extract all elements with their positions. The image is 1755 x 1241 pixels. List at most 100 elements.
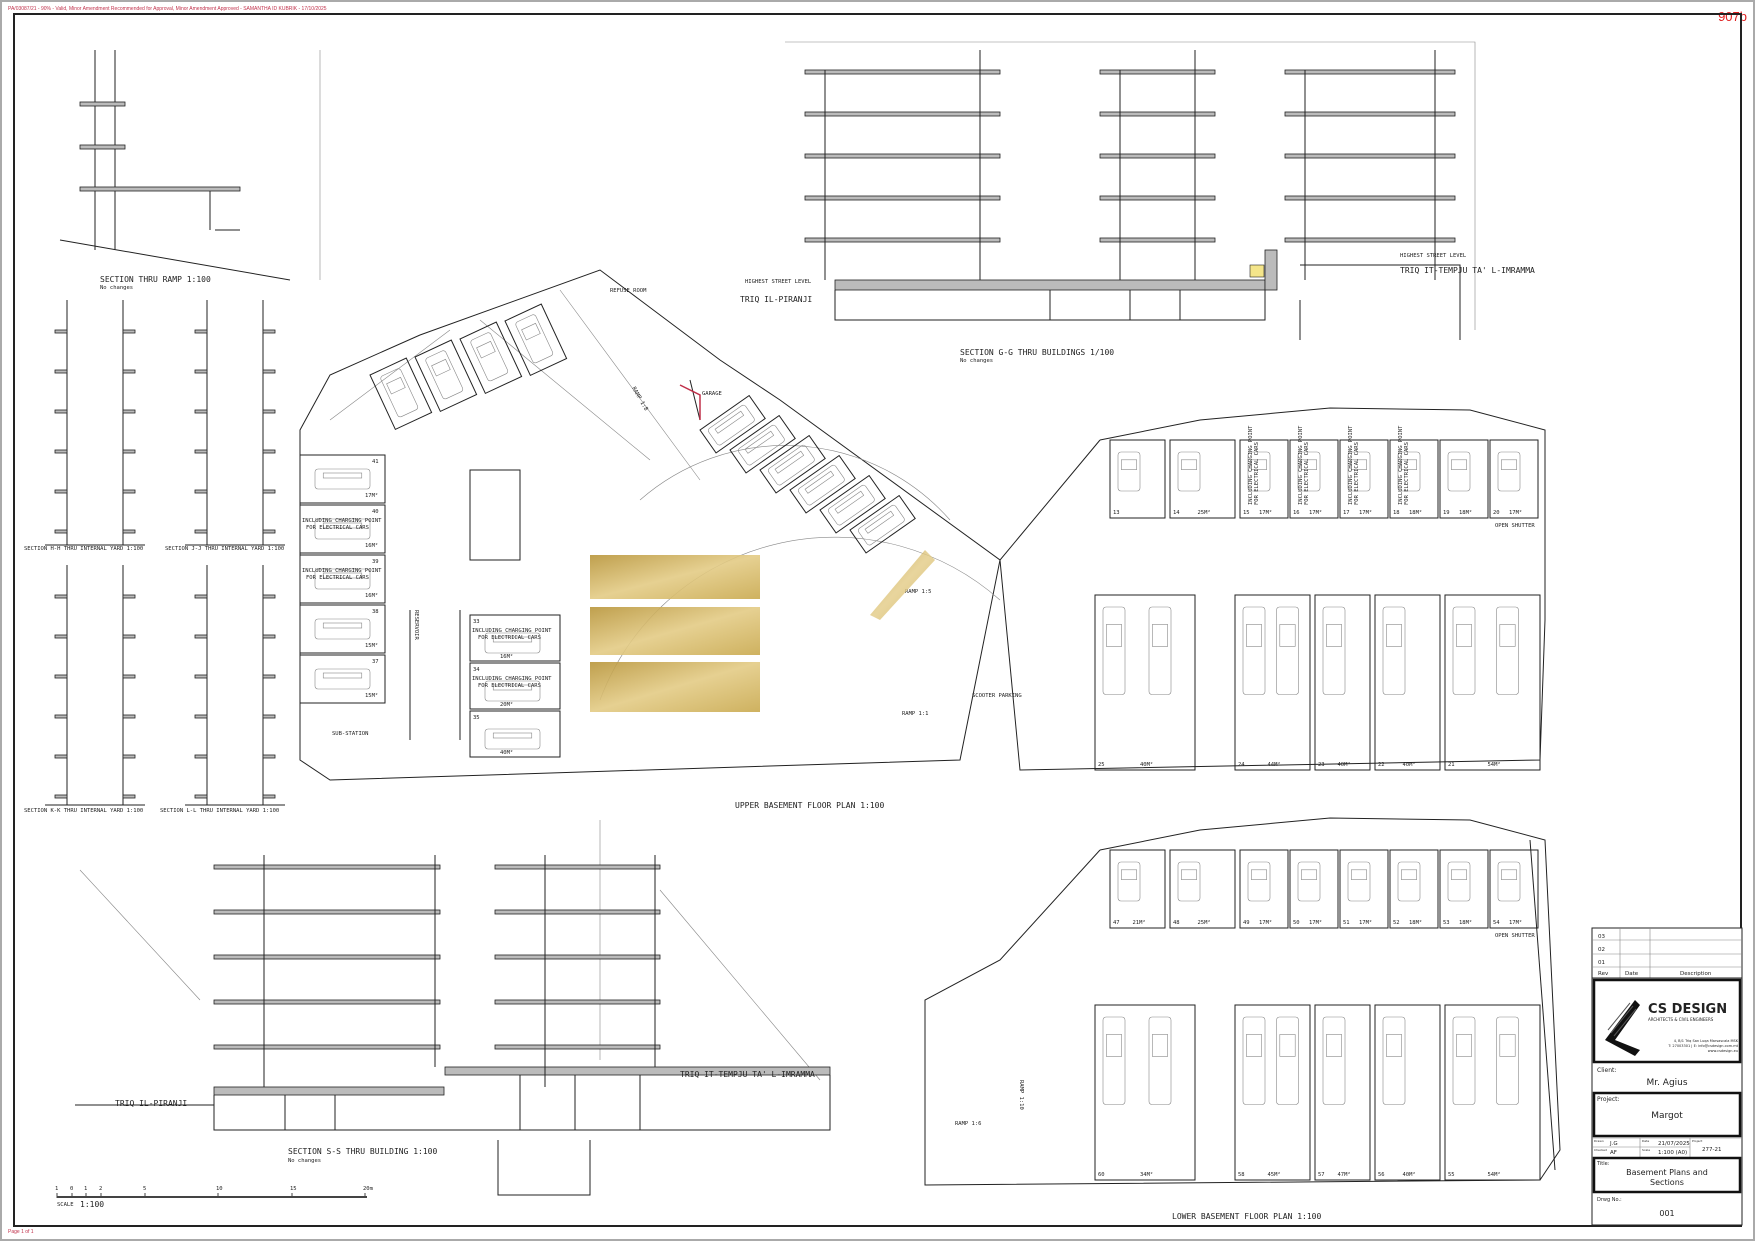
car-symbol: [314, 568, 371, 590]
car-symbol: [798, 464, 845, 506]
street-level-label: HIGHEST STREET LEVEL: [745, 279, 812, 285]
charging-point-note: INCLUDING CHARGING POINT: [302, 518, 382, 524]
bay-number: 33: [473, 619, 480, 625]
bay-area: 54M²: [1488, 761, 1501, 768]
description-header: Description: [1680, 971, 1712, 977]
parking-bay: 37 15M²: [299, 654, 386, 704]
bay-number: 25: [1098, 762, 1105, 768]
bay-area: 40M²: [500, 749, 513, 756]
company-contact: T: 27003301 | E: info@csdesign.com.mt: [1667, 1044, 1738, 1048]
section-note: No changes: [100, 285, 133, 291]
bay-number: 20: [1493, 510, 1500, 516]
section-title-hh: SECTION H-H THRU INTERNAL YARD 1:100: [24, 546, 143, 552]
drawn-by: J.G: [1609, 1141, 1618, 1147]
bay-area: 25M²: [1198, 509, 1211, 516]
bay-area: 45M²: [1268, 1171, 1281, 1178]
bay-area: 17M²: [1509, 509, 1522, 516]
company-address: 4, B/1 Triq San Luqa Marsascala MSK: [1674, 1039, 1739, 1043]
car-symbol: [1247, 451, 1271, 492]
drawing-title: Basement Plans and: [1626, 1168, 1708, 1177]
ramp-label: RAMP 1:6: [955, 1121, 982, 1127]
car-symbol: [1247, 861, 1271, 902]
rev-row: 03: [1598, 934, 1605, 940]
ramp-label: RAMP 1:5: [905, 589, 932, 595]
charging-point-note: INCLUDING CHARGING POINT: [1398, 425, 1404, 505]
section-note: No changes: [288, 1158, 321, 1164]
bay-number: 37: [372, 659, 379, 665]
open-shutter-label: OPEN SHUTTER: [1495, 523, 1535, 529]
bay-number: 40: [372, 509, 379, 515]
section-thru-ramp: SECTION THRU RAMP 1:100 No changes: [59, 50, 321, 291]
scale-tick: 5: [143, 1186, 146, 1192]
charging-point-note: INCLUDING CHARGING POINT: [472, 676, 552, 682]
rev-row: 02: [1598, 947, 1605, 953]
bay-area: 17M²: [1509, 919, 1522, 926]
car-symbol: [1297, 451, 1321, 492]
bay-area: 15M²: [365, 692, 378, 699]
scale-label: Scale: [1642, 1148, 1650, 1152]
bay-area: 17M²: [1309, 509, 1322, 516]
sheet-reference: 907b: [1718, 9, 1747, 24]
car-symbol: [1497, 861, 1521, 902]
bay-area: 15M²: [365, 642, 378, 649]
bay-area: 17M²: [1259, 509, 1272, 516]
car-symbol: [1276, 1016, 1299, 1105]
parking-bay: 20 17M²: [1489, 439, 1539, 519]
bay-number: 15: [1243, 510, 1250, 516]
scale-value: 1:100: [80, 1200, 104, 1209]
bay-number: 18: [1393, 510, 1400, 516]
date-header: Date: [1625, 971, 1639, 977]
street-label: TRIQ IL-PIRANJI: [740, 295, 812, 304]
car-symbol: [828, 484, 875, 526]
street-label: TRIQ IL-PIRANJI: [115, 1099, 187, 1108]
title-label: Title:: [1596, 1161, 1610, 1167]
bay-area: 34M²: [1140, 1171, 1153, 1178]
car-symbol: [470, 332, 509, 382]
bay-area: 17M²: [1259, 919, 1272, 926]
bay-number: 55: [1448, 1172, 1455, 1178]
client-name: Mr. Agius: [1646, 1078, 1687, 1088]
bay-number: 21: [1448, 762, 1455, 768]
parking-bay: [789, 454, 856, 514]
car-symbol: [1382, 606, 1406, 695]
scale-tick: 1: [55, 1186, 58, 1192]
car-symbol: [1447, 861, 1471, 902]
car-symbol: [1322, 1016, 1346, 1105]
bay-area: 54M²: [1488, 1171, 1501, 1178]
car-symbol: [1148, 606, 1172, 695]
project-number-label: Project: [1692, 1139, 1703, 1143]
parking-bay: [849, 494, 916, 554]
ramp-label: RAMP 1:10: [1018, 1080, 1024, 1110]
charging-point-note: INCLUDING CHARGING POINT: [1298, 425, 1304, 505]
bay-area: 18M²: [1459, 509, 1472, 516]
bay-number: 48: [1173, 920, 1180, 926]
bay-area: 17M²: [365, 492, 378, 499]
upper-basement-plan-west: REFUSE ROOM GARAGE RAMP 1:8 RAMP 1:5 RAM…: [299, 269, 1022, 810]
parking-bay: [414, 339, 478, 413]
car-symbol: [858, 504, 905, 546]
date-label: Date: [1642, 1139, 1649, 1143]
bay-number: 23: [1318, 762, 1325, 768]
ramp-label: RAMP 1:1: [902, 711, 929, 717]
page-number: Page 1 of 1: [8, 1229, 34, 1235]
car-symbol: [1177, 861, 1201, 902]
car-symbol: [1322, 606, 1346, 695]
section-gg: HIGHEST STREET LEVEL TRIQ IL-PIRANJI HIG…: [740, 41, 1535, 364]
charging-point-note: FOR ELECTRICAL CARS: [306, 575, 369, 581]
charging-point-note: INCLUDING CHARGING POINT: [1248, 425, 1254, 505]
section-title-jj: SECTION J-J THRU INTERNAL YARD 1:100: [165, 546, 284, 552]
bay-area: 17M²: [1359, 919, 1372, 926]
